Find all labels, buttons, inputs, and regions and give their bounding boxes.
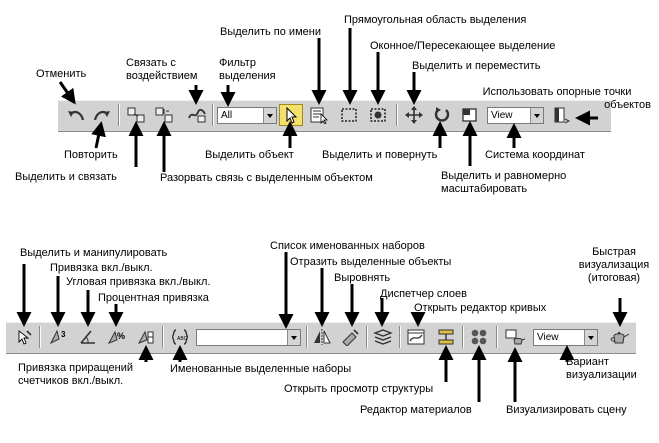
label-redo: Повторить	[64, 149, 118, 161]
label-use-pivot-line2: объектов	[604, 99, 651, 111]
label-spinner-snap-line1: Привязка приращений	[18, 362, 133, 374]
label-select-scale-line1: Выделить и равномерно	[441, 170, 567, 182]
chevron-down-icon[interactable]	[584, 330, 597, 345]
separator	[306, 326, 308, 348]
label-angle-snap: Угловая привязка вкл./выкл.	[66, 276, 211, 288]
label-reference-coordinate: Система координат	[485, 149, 585, 161]
undo-icon[interactable]	[64, 104, 88, 126]
main-toolbar-bottom-row	[6, 322, 636, 354]
selection-filter-value: All	[221, 110, 233, 121]
separator	[162, 326, 164, 348]
layer-manager-icon[interactable]	[371, 326, 395, 348]
angle-snap-icon[interactable]	[76, 326, 100, 348]
separator	[39, 326, 41, 348]
label-select-object: Выделить объект	[205, 149, 294, 161]
label-bind-space-warp: Связать с воздействием	[126, 57, 197, 83]
label-quick-render-line2: визуализация	[578, 259, 650, 271]
edit-named-selection-icon[interactable]: ABC	[168, 326, 192, 348]
label-bind-space-warp-line2: воздействием	[126, 70, 198, 82]
label-select-scale-line2: масштабировать	[441, 183, 528, 195]
label-select-manipulate: Выделить и манипулировать	[20, 247, 168, 259]
percent-snap-icon[interactable]: %	[104, 326, 130, 348]
label-render-type-line2: визуализации	[566, 369, 637, 381]
svg-text:ABC: ABC	[177, 336, 188, 342]
use-pivot-point-icon[interactable]	[550, 104, 574, 126]
separator	[118, 104, 120, 126]
rect-selection-region-icon[interactable]	[337, 104, 361, 126]
schematic-view-icon[interactable]	[434, 326, 458, 348]
label-select-rotate: Выделить и повернуть	[322, 149, 438, 161]
label-bind-space-warp-line1: Связать с	[126, 57, 176, 69]
label-rect-region: Прямоугольная область выделения	[344, 14, 527, 26]
label-use-pivot: Использовать опорные точки объектов	[463, 86, 651, 112]
label-percent-snap: Процентная привязка	[98, 292, 209, 304]
label-undo: Отменить	[36, 68, 87, 80]
label-unlink: Разорвать связь с выделенным объектом	[160, 172, 373, 184]
window-crossing-icon[interactable]	[366, 104, 390, 126]
reference-coordinate-value: View	[491, 110, 513, 121]
redo-icon[interactable]	[90, 104, 114, 126]
chevron-down-icon[interactable]	[263, 108, 276, 123]
label-layer-manager: Диспетчер слоев	[380, 288, 467, 300]
label-schematic-view: Открыть просмотр структуры	[284, 383, 434, 395]
label-select-scale: Выделить и равномерно масштабировать	[441, 170, 566, 196]
label-quick-render-line1: Быстрая	[592, 246, 636, 258]
separator	[399, 326, 401, 348]
label-select-by-name: Выделить по имени	[220, 26, 321, 38]
unlink-icon[interactable]	[152, 104, 176, 126]
label-curve-editor: Открыть редактор кривых	[414, 302, 547, 314]
reference-coordinate-dropdown[interactable]: View	[487, 107, 544, 124]
label-link: Выделить и связать	[15, 171, 117, 183]
material-editor-icon[interactable]	[467, 326, 491, 348]
label-quick-render-line3: (итоговая)	[587, 272, 641, 284]
label-render-type-line1: Вариант	[566, 356, 609, 368]
quick-render-teapot-icon[interactable]	[606, 326, 632, 348]
separator	[396, 104, 398, 126]
svg-text:%: %	[117, 331, 125, 341]
mirror-icon[interactable]	[310, 326, 334, 348]
selection-filter-dropdown[interactable]: All	[217, 107, 277, 124]
arrow-redo	[91, 121, 106, 149]
render-scene-icon[interactable]	[502, 326, 528, 348]
label-spinner-snap-line2: счетчиков вкл./выкл.	[18, 375, 124, 387]
label-align: Выровнять	[334, 272, 391, 284]
curve-editor-icon[interactable]	[404, 326, 428, 348]
label-mirror: Отразить выделенные объекты	[290, 256, 452, 268]
select-rotate-icon[interactable]	[430, 104, 454, 126]
label-spinner-snap: Привязка приращений счетчиков вкл./выкл.	[18, 362, 133, 388]
named-selection-sets-dropdown[interactable]	[196, 329, 301, 346]
label-material-editor: Редактор материалов	[360, 404, 472, 416]
render-type-value: View	[537, 332, 559, 343]
separator	[496, 326, 498, 348]
chevron-down-icon[interactable]	[530, 108, 543, 123]
label-selection-filter-line2: выделения	[219, 70, 276, 82]
snap-toggle-icon[interactable]: 3	[46, 326, 72, 348]
label-quick-render: Быстрая визуализация (итоговая)	[574, 246, 654, 285]
label-named-sets-list: Список именованных наборов	[270, 240, 425, 252]
svg-text:3: 3	[61, 330, 66, 339]
label-use-pivot-line1: Использовать опорные точки	[482, 86, 632, 98]
label-selection-filter: Фильтр выделения	[219, 57, 276, 83]
label-snap-toggle: Привязка вкл./выкл.	[50, 262, 153, 274]
select-manipulate-icon[interactable]	[12, 326, 36, 348]
label-render-type: Вариант визуализации	[566, 356, 637, 382]
chevron-down-icon[interactable]	[287, 330, 300, 345]
select-by-name-icon[interactable]	[307, 104, 331, 126]
label-window-crossing: Оконное/Пересекающее выделение	[370, 40, 556, 52]
label-select-move: Выделить и переместить	[412, 60, 541, 72]
separator	[462, 326, 464, 348]
spinner-snap-icon[interactable]	[134, 326, 158, 348]
select-move-icon[interactable]	[402, 104, 426, 126]
arrow-undo	[58, 81, 76, 105]
bind-space-warp-icon[interactable]	[184, 104, 210, 126]
align-icon[interactable]	[338, 326, 362, 348]
label-named-sets-edit: Именованные выделенные наборы	[170, 363, 352, 375]
separator	[366, 326, 368, 348]
label-selection-filter-line1: Фильтр	[219, 57, 256, 69]
label-render-scene: Визуализировать сцену	[506, 404, 627, 416]
separator	[212, 104, 214, 126]
